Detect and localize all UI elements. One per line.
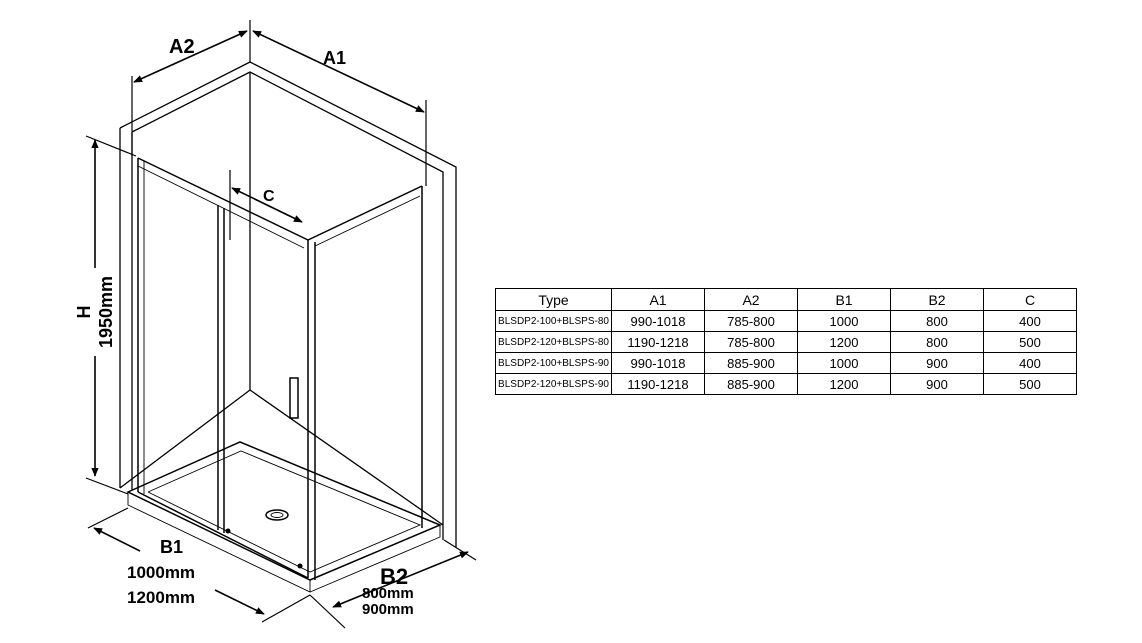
label-b1-value-1: 1000mm xyxy=(127,563,195,582)
cell-type: BLSDP2-100+BLSPS-90 xyxy=(495,352,612,374)
cell-a2: 785-800 xyxy=(704,310,798,332)
header-a2: A2 xyxy=(704,288,798,311)
cell-b1: 1000 xyxy=(797,352,891,374)
cell-c: 500 xyxy=(983,331,1077,353)
cell-a1: 1190-1218 xyxy=(611,373,705,395)
label-h-group: H 1950mm xyxy=(74,276,116,348)
dimension-b1-arrow-left xyxy=(93,527,141,552)
dimensions-table: Type A1 A2 B1 B2 C BLSDP2-100+BLSPS-80 9… xyxy=(495,288,1077,395)
label-h-value: 1950mm xyxy=(96,276,116,348)
cell-a2: 785-800 xyxy=(704,331,798,353)
header-type: Type xyxy=(495,288,612,311)
cell-b2: 900 xyxy=(890,373,984,395)
cell-b1: 1200 xyxy=(797,331,891,353)
cell-b2: 800 xyxy=(890,331,984,353)
drain-icon xyxy=(265,509,289,521)
label-a1: A1 xyxy=(323,48,346,68)
dimension-b1-arrow-right xyxy=(214,589,265,615)
label-h: H xyxy=(74,306,94,319)
label-c: C xyxy=(263,188,275,205)
label-b2-value-1: 800mm xyxy=(362,585,414,602)
table-row: BLSDP2-120+BLSPS-80 1190-1218 785-800 12… xyxy=(495,331,1077,353)
cell-b2: 800 xyxy=(890,310,984,332)
door-handle-icon xyxy=(289,377,299,419)
glass-frame xyxy=(137,157,423,580)
dimension-c-arrow xyxy=(231,187,303,223)
dimension-a1-arrow xyxy=(252,30,425,113)
table-row: BLSDP2-120+BLSPS-90 1190-1218 885-900 12… xyxy=(495,373,1077,395)
header-b1: B1 xyxy=(797,288,891,311)
cell-c: 400 xyxy=(983,310,1077,332)
cell-type: BLSDP2-120+BLSPS-80 xyxy=(495,331,612,353)
cell-b2: 900 xyxy=(890,352,984,374)
label-b2: B2 xyxy=(380,564,408,589)
dimension-a2-arrow xyxy=(133,30,248,83)
extension-lines xyxy=(85,20,477,629)
cell-a2: 885-900 xyxy=(704,373,798,395)
cell-b1: 1000 xyxy=(797,310,891,332)
dimension-arrows xyxy=(91,30,469,615)
header-b2: B2 xyxy=(890,288,984,311)
header-a1: A1 xyxy=(611,288,705,311)
dimension-b2-arrow xyxy=(332,551,469,608)
room-walls xyxy=(119,61,457,547)
label-a2: A2 xyxy=(169,36,195,58)
table-row: BLSDP2-100+BLSPS-80 990-1018 785-800 100… xyxy=(495,310,1077,332)
cell-type: BLSDP2-120+BLSPS-90 xyxy=(495,373,612,395)
shower-tray xyxy=(126,441,442,593)
table-row: BLSDP2-100+BLSPS-90 990-1018 885-900 100… xyxy=(495,352,1077,374)
table-header-row: Type A1 A2 B1 B2 C xyxy=(495,288,1077,311)
cell-c: 500 xyxy=(983,373,1077,395)
label-b2-value-2: 900mm xyxy=(362,601,414,618)
header-c: C xyxy=(983,288,1077,311)
cell-a1: 990-1018 xyxy=(611,310,705,332)
cell-c: 400 xyxy=(983,352,1077,374)
label-b1: B1 xyxy=(160,537,183,557)
cell-a1: 990-1018 xyxy=(611,352,705,374)
cell-type: BLSDP2-100+BLSPS-80 xyxy=(495,310,612,332)
label-b1-value-2: 1200mm xyxy=(127,588,195,607)
cell-a2: 885-900 xyxy=(704,352,798,374)
cell-a1: 1190-1218 xyxy=(611,331,705,353)
cell-b1: 1200 xyxy=(797,373,891,395)
